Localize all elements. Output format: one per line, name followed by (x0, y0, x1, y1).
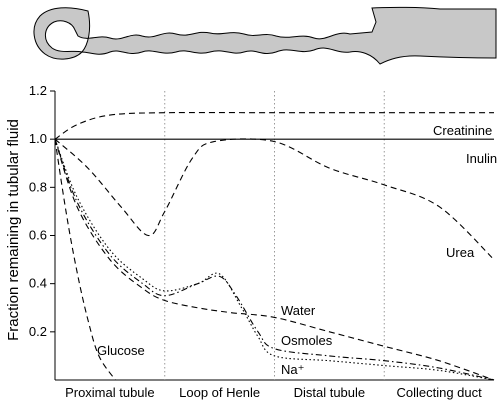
y-tick-label: 0.8 (29, 179, 47, 194)
series-label: Water (281, 303, 316, 318)
y-tick-label: 0.6 (29, 228, 47, 243)
y-tick-label: 1.0 (29, 131, 47, 146)
x-axis-segment-labels: Proximal tubule Loop of Henle Distal tubul… (65, 385, 482, 400)
y-tick-label: 0.2 (29, 324, 47, 339)
series-line-na (54, 139, 495, 381)
data-series (54, 111, 495, 381)
segment-gridlines (164, 91, 385, 380)
x-segment-label: Loop of Henle (179, 385, 260, 400)
series-label: Na⁺ (281, 362, 304, 377)
series-line-osmoles (54, 139, 495, 381)
series-label: Urea (446, 245, 475, 260)
series-label: Creatinine (433, 123, 492, 138)
series-label: Glucose (97, 343, 145, 358)
series-line-glucose (54, 139, 116, 381)
y-tick-label: 1.2 (29, 83, 47, 98)
y-axis-ticks: 0.2 0.4 0.6 0.8 1.0 1.2 (29, 83, 55, 339)
series-line-creatinine (54, 111, 494, 140)
series-line-urea (54, 138, 495, 260)
series-line-water (54, 139, 495, 381)
nephron-tubule-shape (33, 6, 497, 65)
x-segment-label: Collecting duct (396, 385, 482, 400)
x-segment-label: Distal tubule (294, 385, 366, 400)
series-label: Inulin (466, 151, 497, 166)
y-axis-title: Fraction remaining in tubular fluid (5, 119, 22, 341)
series-label: Osmoles (281, 333, 333, 348)
x-segment-label: Proximal tubule (65, 385, 155, 400)
nephron-illustration (33, 6, 497, 65)
y-tick-label: 0.4 (29, 276, 47, 291)
